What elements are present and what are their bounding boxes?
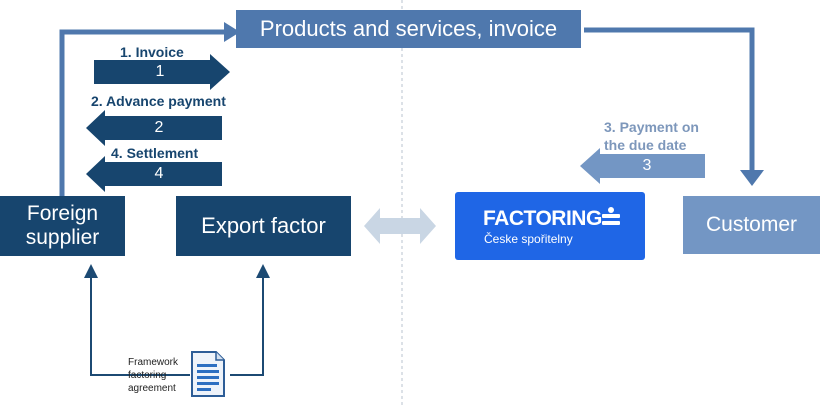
customer-label: Customer <box>705 213 798 236</box>
header-to-customer-arrowhead <box>740 170 764 186</box>
header-to-customer-line <box>584 27 755 172</box>
document-icon <box>191 351 225 397</box>
doc-to-exportfactor-arrowhead <box>256 264 270 278</box>
step-4-label: 4. Settlement <box>111 145 199 161</box>
foreign-supplier-box: Foreign supplier <box>0 196 125 256</box>
export-factor-label: Export factor <box>201 213 326 238</box>
step-4-number: 4 <box>154 165 164 182</box>
doc-to-exportfactor-line <box>230 276 264 376</box>
step-3-arrow <box>580 148 705 184</box>
sporitelna-logo-icon <box>602 207 620 225</box>
customer-box: Customer <box>683 196 820 254</box>
step-1-arrow <box>94 54 230 90</box>
factoring-brand: FACTORING <box>483 207 602 230</box>
products-services-box: Products and services, invoice <box>236 10 581 48</box>
foreign-supplier-label: Foreign supplier <box>25 202 100 249</box>
step-1-number: 1 <box>155 63 165 80</box>
step-3-label: 3. Payment on the due date <box>604 119 699 153</box>
step-2-label: 2. Advance payment <box>91 93 226 109</box>
step-3-number: 3 <box>642 157 652 174</box>
step-2-arrow <box>86 110 222 146</box>
supplier-to-header-line <box>59 29 226 196</box>
supplier-to-header-arrowhead <box>224 22 240 42</box>
factoring-logo-box: FACTORING Česke spořitelny <box>455 192 645 260</box>
document-label: Framework factoring agreement <box>128 357 179 394</box>
doc-to-supplier-arrowhead <box>84 264 98 278</box>
double-arrow <box>364 208 436 244</box>
doc-to-supplier-line <box>90 276 190 376</box>
export-factor-box: Export factor <box>176 196 351 256</box>
step-4-arrow <box>86 156 222 192</box>
factoring-sub: Česke spořitelny <box>484 232 573 246</box>
step-1-label: 1. Invoice <box>120 44 184 60</box>
products-services-label: Products and services, invoice <box>259 16 558 41</box>
step-2-number: 2 <box>154 119 164 136</box>
